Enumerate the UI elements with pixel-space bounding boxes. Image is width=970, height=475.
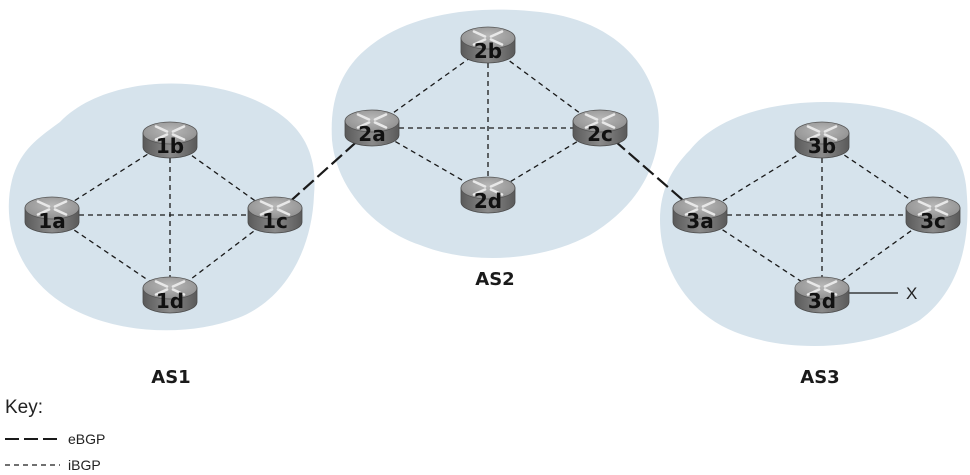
- router-arrow: [489, 38, 504, 46]
- router-arrow: [601, 121, 616, 129]
- router-arrow: [472, 188, 487, 196]
- router-arrow: [36, 208, 51, 216]
- router-arrow: [171, 133, 186, 141]
- router-arrow: [934, 208, 949, 216]
- router-label: 1a: [38, 209, 65, 233]
- router-label: 1d: [156, 289, 184, 313]
- router-arrow: [472, 38, 487, 46]
- router-arrow: [154, 288, 169, 296]
- router-arrow: [276, 200, 291, 208]
- router-label: 3a: [686, 209, 713, 233]
- router-arrows-icon: [917, 200, 949, 216]
- router-arrows-icon: [806, 280, 838, 296]
- router-1a: 1a: [24, 196, 80, 234]
- router-arrow: [823, 133, 838, 141]
- router-arrow: [472, 30, 487, 38]
- router-2d: 2d: [460, 176, 516, 214]
- router-label: 2b: [474, 39, 502, 63]
- router-arrow: [154, 280, 169, 288]
- router-2b: 2b: [460, 26, 516, 64]
- router-arrow: [584, 113, 599, 121]
- legend: Key: eBGP iBGP: [5, 397, 105, 473]
- router-3b: 3b: [794, 121, 850, 159]
- router-arrow: [356, 121, 371, 129]
- router-arrows-icon: [154, 125, 186, 141]
- router-arrows-icon: [259, 200, 291, 216]
- router-arrow: [259, 200, 274, 208]
- as1-region: [8, 83, 315, 331]
- router-arrow: [171, 125, 186, 133]
- router-arrows-icon: [36, 200, 68, 216]
- router-arrows-icon: [356, 113, 388, 129]
- router-arrows-icon: [584, 113, 616, 129]
- router-arrow: [489, 30, 504, 38]
- router-1b: 1b: [142, 121, 198, 159]
- router-arrows-icon: [684, 200, 716, 216]
- router-arrow: [806, 280, 821, 288]
- destination-x: X: [848, 284, 917, 303]
- router-arrow: [601, 113, 616, 121]
- router-1d: 1d: [142, 276, 198, 314]
- as3-region: [660, 101, 968, 346]
- router-arrow: [701, 208, 716, 216]
- legend-title: Key:: [5, 397, 43, 418]
- router-label: 3d: [808, 289, 836, 313]
- destination-label: X: [906, 284, 917, 303]
- router-arrow: [489, 188, 504, 196]
- legend-ebgp-label: eBGP: [68, 431, 105, 447]
- router-3d: 3d: [794, 276, 850, 314]
- as1-label: AS1: [151, 367, 190, 388]
- router-arrow: [276, 208, 291, 216]
- router-2a: 2a: [344, 109, 400, 147]
- router-arrow: [684, 208, 699, 216]
- router-arrow: [917, 208, 932, 216]
- router-arrow: [823, 288, 838, 296]
- router-label: 3c: [920, 209, 946, 233]
- router-arrow: [806, 288, 821, 296]
- router-arrow: [36, 200, 51, 208]
- router-arrow: [684, 200, 699, 208]
- router-arrow: [356, 113, 371, 121]
- router-arrow: [259, 208, 274, 216]
- router-arrow: [823, 280, 838, 288]
- router-arrow: [806, 133, 821, 141]
- router-arrow: [53, 208, 68, 216]
- router-label: 2c: [587, 122, 613, 146]
- router-arrow: [373, 121, 388, 129]
- routers-layer: 1a 1b 1c 1d 2a 2b 2c 2d 3a 3b 3c 3d: [24, 26, 961, 314]
- router-label: 1b: [156, 134, 184, 158]
- router-arrow: [53, 200, 68, 208]
- router-arrow: [823, 125, 838, 133]
- router-arrow: [472, 180, 487, 188]
- router-arrow: [806, 125, 821, 133]
- router-arrow: [154, 133, 169, 141]
- router-arrow: [489, 180, 504, 188]
- router-3c: 3c: [905, 196, 961, 234]
- as2-label: AS2: [475, 269, 514, 290]
- router-label: 1c: [262, 209, 288, 233]
- router-arrow: [934, 200, 949, 208]
- router-arrow: [917, 200, 932, 208]
- as2-region: [331, 9, 659, 258]
- router-arrows-icon: [472, 30, 504, 46]
- router-arrows-icon: [806, 125, 838, 141]
- router-arrow: [154, 125, 169, 133]
- router-label: 2a: [358, 122, 385, 146]
- as3-label: AS3: [800, 367, 839, 388]
- router-arrows-icon: [472, 180, 504, 196]
- router-arrows-icon: [154, 280, 186, 296]
- router-3a: 3a: [672, 196, 728, 234]
- router-1c: 1c: [247, 196, 303, 234]
- router-label: 2d: [474, 189, 502, 213]
- router-arrow: [171, 280, 186, 288]
- router-arrow: [701, 200, 716, 208]
- legend-ibgp-label: iBGP: [68, 457, 101, 473]
- router-arrow: [584, 121, 599, 129]
- as-regions: [8, 9, 968, 346]
- router-arrow: [373, 113, 388, 121]
- router-2c: 2c: [572, 109, 628, 147]
- router-label: 3b: [808, 134, 836, 158]
- router-arrow: [171, 288, 186, 296]
